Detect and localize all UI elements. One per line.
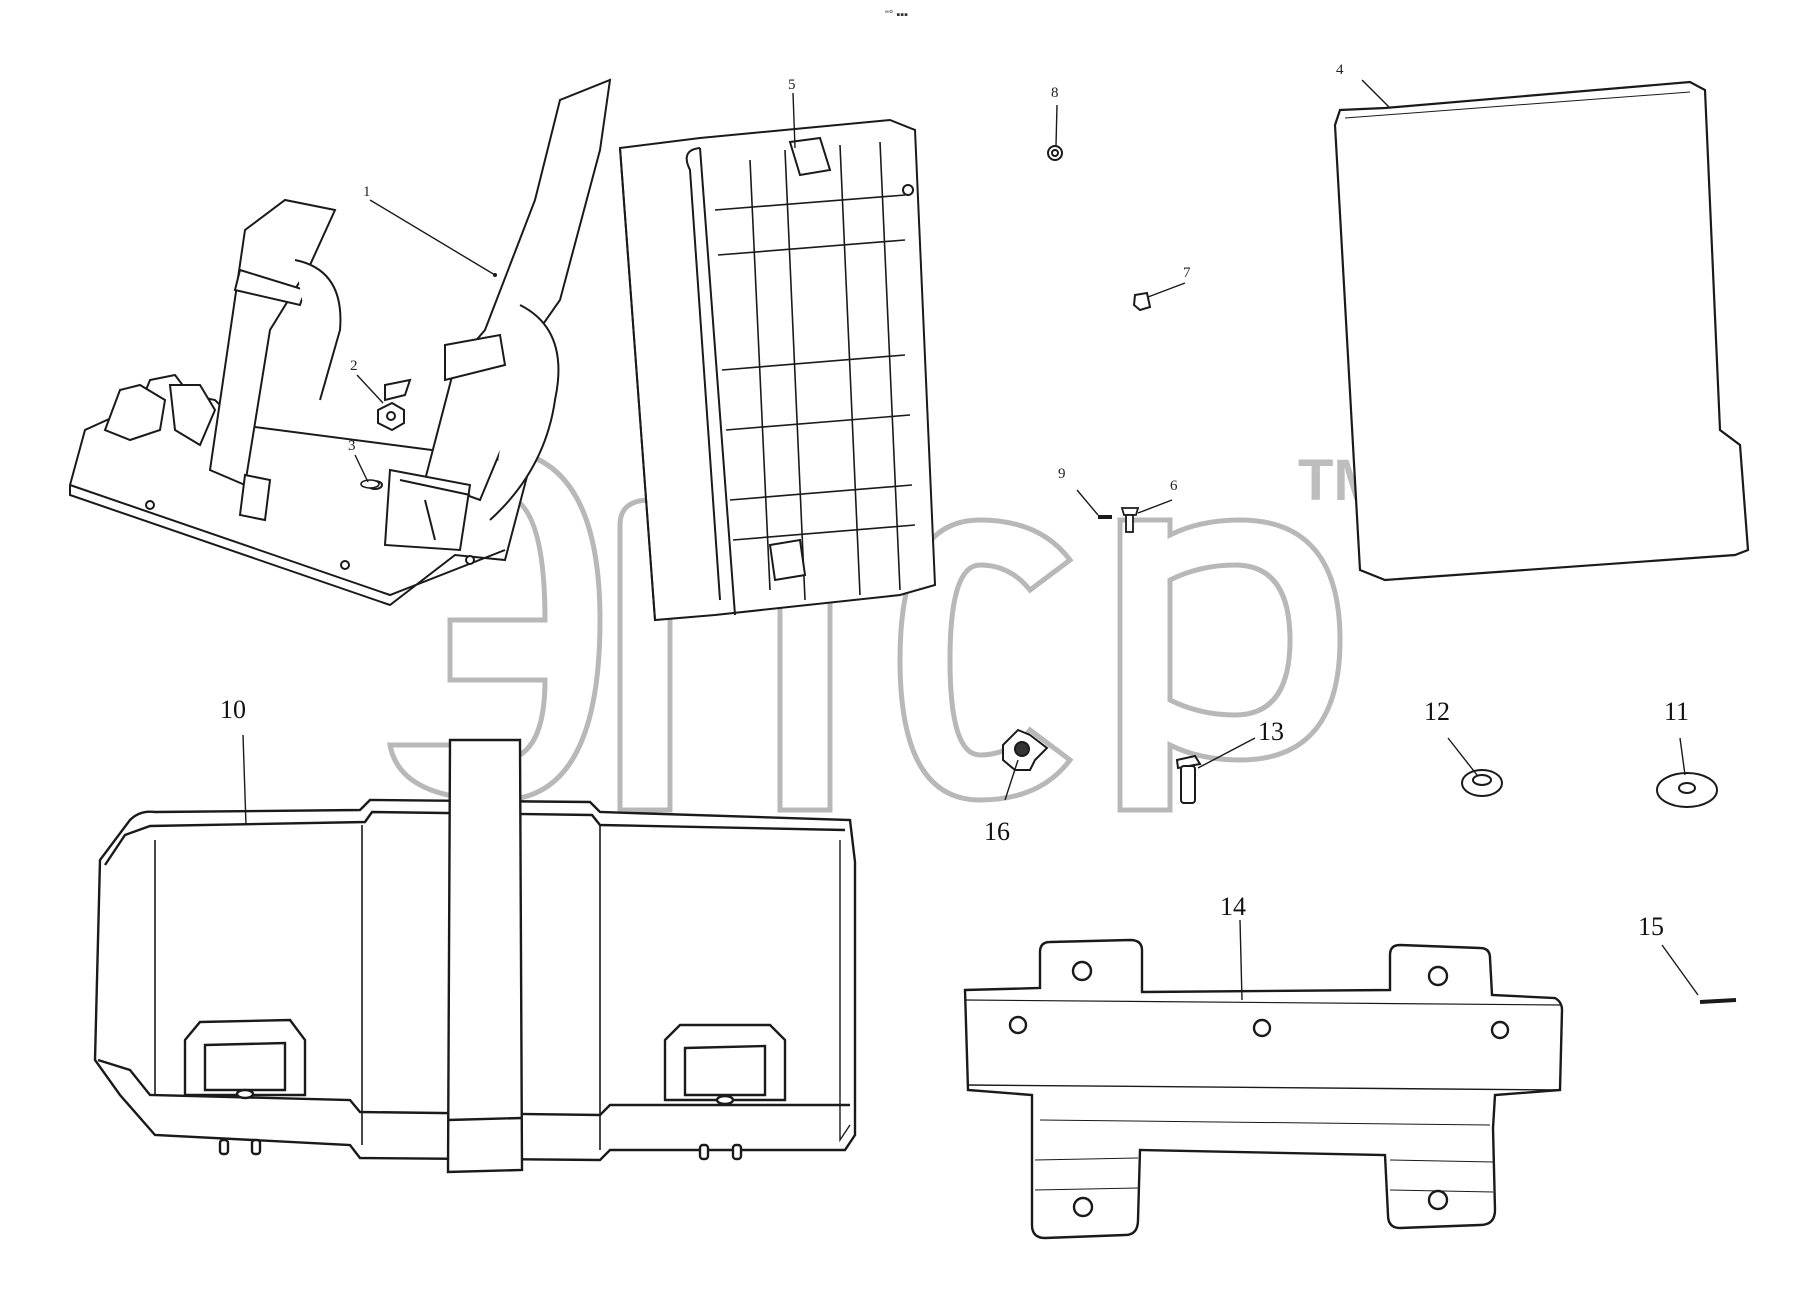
callout-2: 2 xyxy=(350,358,358,374)
header-marks: "° ▪▪▪ xyxy=(885,9,908,21)
callout-9: 9 xyxy=(1058,466,1066,482)
part-5-panel xyxy=(618,118,937,622)
part-3-washer xyxy=(360,479,380,489)
callout-16: 16 xyxy=(984,817,1010,846)
callout-11: 11 xyxy=(1664,697,1689,726)
callout-7: 7 xyxy=(1183,265,1191,281)
callout-1: 1 xyxy=(363,184,371,200)
leader-arrowheads xyxy=(493,273,497,277)
callout-4: 4 xyxy=(1336,62,1344,78)
callout-8: 8 xyxy=(1051,85,1059,101)
part-6-screw xyxy=(1120,507,1140,533)
callout-13: 13 xyxy=(1258,717,1284,746)
part-7-nut xyxy=(1132,291,1152,312)
callout-12: 12 xyxy=(1424,697,1450,726)
part-15-pin xyxy=(1699,998,1737,1004)
callout-14: 14 xyxy=(1220,892,1246,921)
part-1-strap-bracket xyxy=(69,78,612,607)
callout-6: 6 xyxy=(1170,478,1178,494)
part-2-nut xyxy=(377,401,405,432)
leader-lines xyxy=(242,79,1699,1001)
callout-10: 10 xyxy=(220,695,246,724)
part-14-bracket xyxy=(963,938,1564,1240)
callout-3: 3 xyxy=(348,438,356,454)
part-4-cover xyxy=(1333,80,1750,582)
part-13-bolt xyxy=(1175,754,1202,804)
callout-5: 5 xyxy=(788,77,796,93)
part-11-flat-washer xyxy=(1656,772,1718,808)
part-8-washer xyxy=(1047,145,1063,161)
part-12-washer xyxy=(1461,769,1503,797)
part-10-strap xyxy=(446,738,524,1174)
callout-15: 15 xyxy=(1638,912,1664,941)
part-16-clip-nut xyxy=(1002,728,1049,771)
callout-labels: 1 2 3 4 5 6 7 8 9 10 11 12 13 14 15 16 xyxy=(220,62,1689,941)
